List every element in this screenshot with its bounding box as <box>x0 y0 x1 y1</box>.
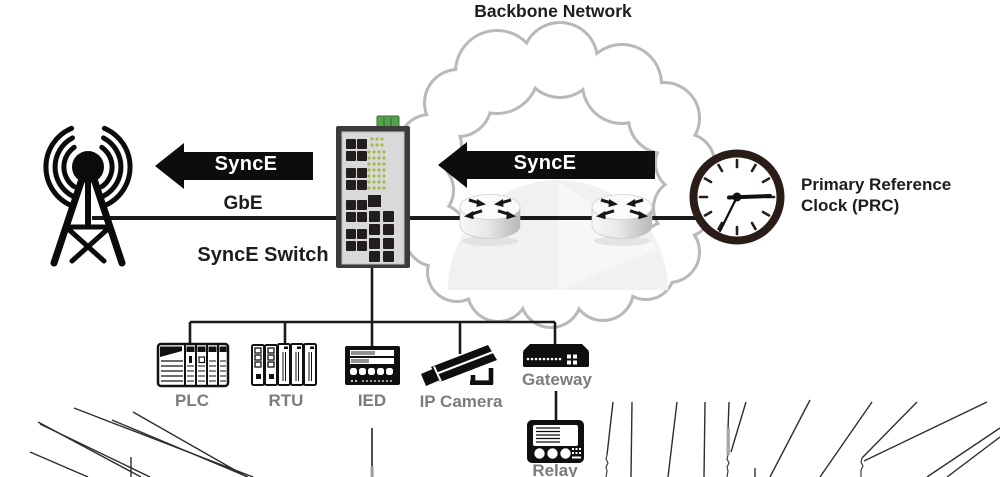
router-icon-2 <box>590 193 654 248</box>
prc-clock-icon <box>689 149 785 245</box>
relay-label: Relay <box>532 461 578 477</box>
backbone-network-title: Backbone Network <box>474 1 632 21</box>
synce-arrow-right-label: SyncE <box>513 152 577 174</box>
switch-uplink-port <box>368 195 381 207</box>
synce-switch-icon <box>336 115 410 268</box>
relay-icon <box>527 420 584 463</box>
ip-camera-label: IP Camera <box>419 392 503 411</box>
switch-leds <box>367 137 386 190</box>
switch-ports-right <box>369 211 394 262</box>
router-icon-1 <box>458 193 522 248</box>
synce-arrow-left-label: SyncE <box>214 153 278 175</box>
switch-ports-left <box>346 139 367 251</box>
plc-label: PLC <box>175 391 209 410</box>
gateway-label: Gateway <box>522 370 592 389</box>
ied-icon <box>345 346 400 385</box>
prc-label-line1: Primary Reference <box>801 175 952 194</box>
gateway-icon <box>523 344 589 367</box>
synce-arrow-right <box>438 142 655 188</box>
prc-label-line2: Clock (PRC) <box>801 196 900 215</box>
plc-icon <box>156 342 230 388</box>
rtu-icon <box>251 343 317 386</box>
rtu-label: RTU <box>268 391 304 410</box>
ip-camera-icon <box>421 345 497 386</box>
gbe-link-label: GbE <box>223 193 263 214</box>
radio-tower-icon <box>43 125 133 267</box>
power-lines-sketch <box>29 399 1000 477</box>
synce-switch-label: SyncE Switch <box>197 244 329 266</box>
prc-label: Primary Reference Clock (PRC) <box>801 174 991 216</box>
synce-arrow-left <box>155 143 313 189</box>
ied-label: IED <box>357 391 387 410</box>
